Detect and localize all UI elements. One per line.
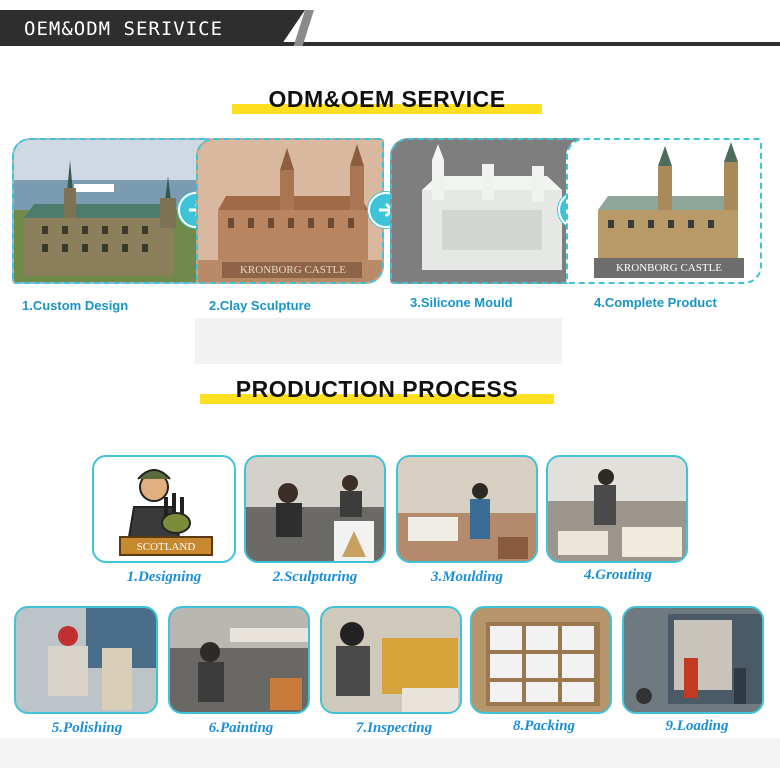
step-label-clay-sculpture: 2.Clay Sculpture <box>209 298 311 313</box>
prod-label-painting: 6.Painting <box>208 720 274 736</box>
prod-card-inspecting <box>320 606 462 714</box>
clay-plaque-text: KRONBORG CASTLE <box>239 264 347 276</box>
top-banner: OEM&ODM SERIVICE <box>0 10 780 46</box>
moulding-photo <box>398 457 536 561</box>
grouting-photo <box>548 457 686 561</box>
bottom-band <box>0 738 780 768</box>
gray-placeholder-box <box>195 318 562 364</box>
castle-photo <box>14 140 210 282</box>
loading-photo <box>624 608 762 712</box>
sculpturing-photo <box>246 457 384 561</box>
banner-tab: OEM&ODM SERIVICE <box>0 10 305 46</box>
prod-card-moulding <box>396 455 538 563</box>
title-highlight <box>232 104 542 114</box>
prod-card-loading <box>622 606 764 714</box>
step-label-complete-product: 4.Complete Product <box>594 295 717 310</box>
prod-label-loading: 9.Loading <box>665 718 729 734</box>
painting-photo <box>170 608 308 712</box>
prod-card-grouting <box>546 455 688 563</box>
step-card-complete-product: KRONBORG CASTLE <box>566 138 762 284</box>
prod-label-inspecting: 7.Inspecting <box>355 720 433 736</box>
product-plaque-text: KRONBORG CASTLE <box>615 262 723 274</box>
complete-product-image <box>594 142 744 278</box>
inspecting-photo <box>322 608 460 712</box>
production-section-title: PRODUCTION PROCESS <box>200 376 554 406</box>
step-label-custom-design: 1.Custom Design <box>22 298 129 313</box>
silicone-mould-image <box>392 140 588 282</box>
odm-section-title: ODM&OEM SERVICE <box>232 86 542 116</box>
banner-title: OEM&ODM SERIVICE <box>24 18 224 40</box>
packing-photo <box>472 608 610 712</box>
prod-label-sculpturing: 2.Sculpturing <box>272 569 358 585</box>
bagpiper-drawing <box>119 469 213 556</box>
prod-label-polishing: 5.Polishing <box>51 720 123 736</box>
prod-label-grouting: 4.Grouting <box>584 567 652 583</box>
polishing-photo <box>16 608 156 712</box>
step-card-clay-sculpture: KRONBORG CASTLE <box>196 138 384 284</box>
step-card-custom-design <box>12 138 212 284</box>
prod-card-designing: SCOTLAND <box>92 455 236 563</box>
title-highlight <box>200 394 554 404</box>
banner-strip <box>0 42 780 46</box>
scotland-badge-text: SCOTLAND <box>136 541 196 553</box>
step-label-silicone-mould: 3.Silicone Mould <box>410 295 513 310</box>
odm-section-title-text: ODM&OEM SERVICE <box>268 86 506 112</box>
clay-castle-image <box>198 140 382 282</box>
prod-card-packing <box>470 606 612 714</box>
prod-card-polishing <box>14 606 158 714</box>
prod-label-moulding: 3.Moulding <box>430 569 504 585</box>
step-card-silicone-mould <box>390 138 590 284</box>
prod-card-sculpturing <box>244 455 386 563</box>
prod-label-packing: 8.Packing <box>512 718 576 734</box>
prod-label-designing: 1.Designing <box>126 569 202 585</box>
prod-card-painting <box>168 606 310 714</box>
production-section-title-text: PRODUCTION PROCESS <box>235 376 519 402</box>
